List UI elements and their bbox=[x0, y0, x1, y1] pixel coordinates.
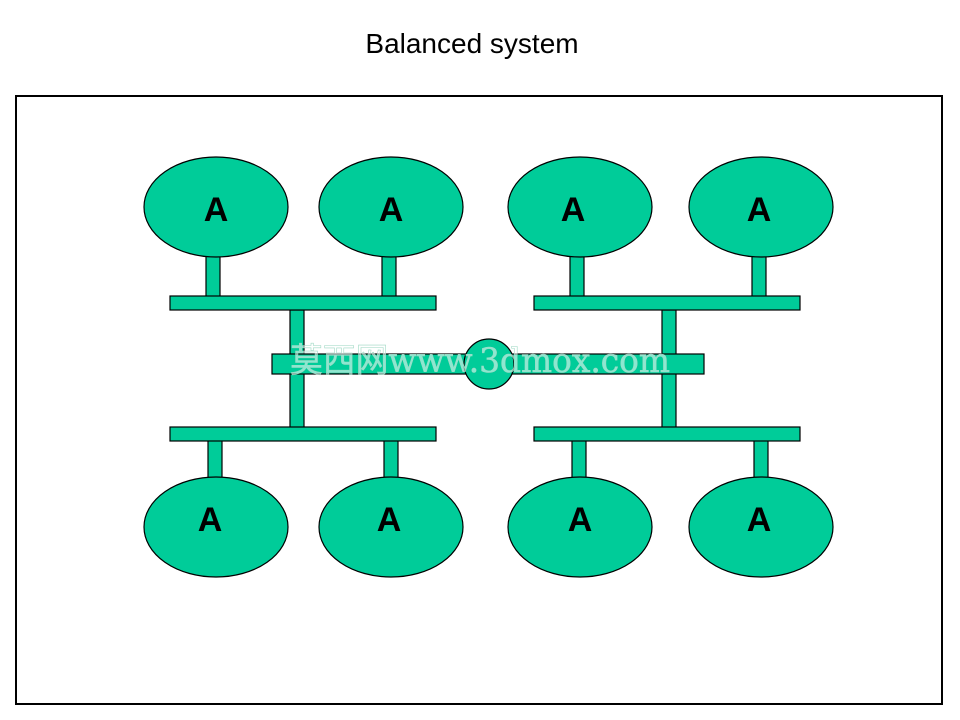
node-ellipse bbox=[318, 156, 464, 258]
bus-bottom-right bbox=[533, 426, 801, 442]
stem bbox=[205, 251, 221, 299]
nodes bbox=[143, 156, 834, 578]
central-hub bbox=[463, 338, 515, 390]
watermark-text: 莫西网www.3dmox.com bbox=[290, 341, 670, 381]
bus-top-left bbox=[169, 295, 437, 311]
node-label: A bbox=[747, 501, 772, 539]
diagram-frame bbox=[15, 95, 943, 705]
stem bbox=[571, 439, 587, 481]
node-ellipse bbox=[688, 476, 834, 578]
stem bbox=[751, 251, 767, 299]
stem bbox=[207, 439, 223, 481]
node-label: A bbox=[568, 501, 593, 539]
node-labels: A A A A A A A A bbox=[198, 191, 772, 539]
node-ellipse bbox=[143, 476, 289, 578]
diagram-title: Balanced system bbox=[365, 28, 579, 59]
stem bbox=[753, 439, 769, 481]
node-ellipse bbox=[507, 476, 653, 578]
connector-bars bbox=[169, 251, 801, 481]
node-label: A bbox=[204, 191, 229, 229]
node-ellipse bbox=[507, 156, 653, 258]
stem bbox=[383, 439, 399, 481]
bus-bottom-left bbox=[169, 426, 437, 442]
node-ellipse bbox=[318, 476, 464, 578]
bus-top-right bbox=[533, 295, 801, 311]
node-label: A bbox=[747, 191, 772, 229]
node-label: A bbox=[561, 191, 586, 229]
node-label: A bbox=[377, 501, 402, 539]
node-label: A bbox=[379, 191, 404, 229]
node-label: A bbox=[198, 501, 223, 539]
node-ellipse bbox=[143, 156, 289, 258]
stem bbox=[569, 251, 585, 299]
stem bbox=[381, 251, 397, 299]
node-ellipse bbox=[688, 156, 834, 258]
